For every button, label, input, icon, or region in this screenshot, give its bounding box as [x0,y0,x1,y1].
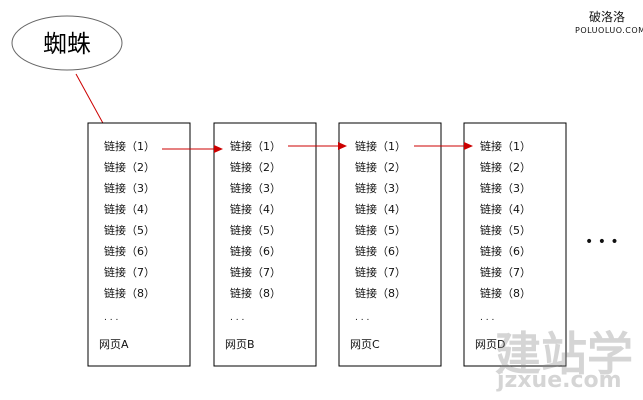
link-item: 链接（3） [355,181,406,195]
link-item: 链接（3） [104,181,155,195]
link-item: 链接（6） [230,244,281,258]
link-item: 链接（6） [104,244,155,258]
page-box [463,122,567,367]
page-name: 网页B [225,338,255,351]
link-item: 链接（3） [480,181,531,195]
page-d: 链接（1） 链接（2） 链接（3） 链接（4） 链接（5） 链接（6） 链接（7… [463,122,567,367]
link-item: 链接（2） [355,160,406,174]
spider-label: 蜘蛛 [43,30,91,58]
link-item: 链接（2） [230,160,281,174]
link-item: 链接（7） [480,265,531,279]
link-item: 链接（5） [104,223,155,237]
watermark-top-cn: 破洛洛 [588,10,625,24]
link-item: 链接（5） [230,223,281,237]
link-item: 链接（7） [104,265,155,279]
watermark-bottom-en: jzxue.com [497,368,622,393]
link-item: 链接（7） [230,265,281,279]
page-c: 链接（1） 链接（2） 链接（3） 链接（4） 链接（5） 链接（6） 链接（7… [338,122,442,367]
link-item: 链接（1） [480,139,531,153]
link-item: 链接（4） [230,202,281,216]
link-ellipsis: . . . [355,313,369,323]
link-item: 链接（3） [230,181,281,195]
link-item: 链接（2） [480,160,531,174]
page-name: 网页D [475,338,505,351]
spider-ellipse [11,15,123,71]
page-b: 链接（1） 链接（2） 链接（3） 链接（4） 链接（5） 链接（6） 链接（7… [213,122,317,367]
watermark-top-en: POLUOLUO.COM [575,26,643,35]
more-indicator: • • • [585,234,619,250]
link-item: 链接（8） [355,286,406,300]
page-name: 网页C [350,338,380,351]
page-a: 链接（1） 链接（2） 链接（3） 链接（4） 链接（5） 链接（6） 链接（7… [87,122,191,367]
link-item: 链接（1） [355,139,406,153]
link-item: 链接（7） [355,265,406,279]
link-item: 链接（1） [230,139,281,153]
watermark-top: 破洛洛 POLUOLUO.COM [575,8,643,35]
page-name: 网页A [99,338,129,351]
watermark-bottom-cn: 建站学 [495,327,633,381]
link-item: 链接（4） [480,202,531,216]
link-item: 链接（4） [104,202,155,216]
link-ellipsis: . . . [230,313,244,323]
link-item: 链接（2） [104,160,155,174]
page-box [338,122,442,367]
link-item: 链接（4） [355,202,406,216]
link-item: 链接（5） [480,223,531,237]
link-item: 链接（6） [355,244,406,258]
link-item: 链接（8） [230,286,281,300]
link-ellipsis: . . . [480,313,494,323]
link-item: 链接（5） [355,223,406,237]
link-item: 链接（8） [104,286,155,300]
link-item: 链接（6） [480,244,531,258]
link-ellipsis: . . . [104,313,118,323]
watermark-bottom: 建站学 jzxue.com [487,318,637,398]
link-item: 链接（8） [480,286,531,300]
page-box [213,122,317,367]
link-item: 链接（1） [104,139,155,153]
page-box [87,122,191,367]
